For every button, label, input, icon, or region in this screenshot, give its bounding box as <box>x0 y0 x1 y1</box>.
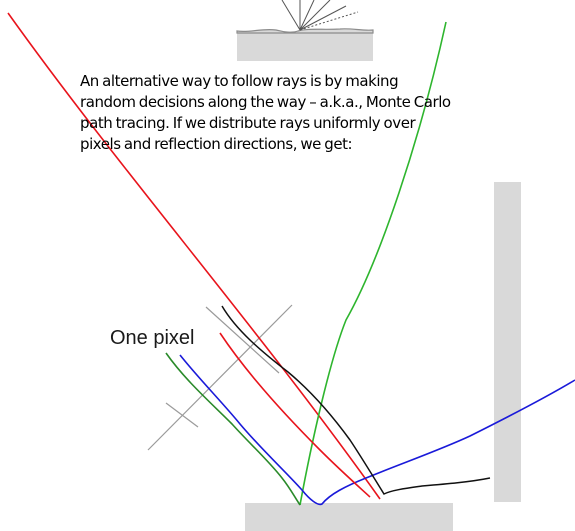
pixel-label: One pixel <box>110 327 195 349</box>
bottom-surface <box>245 503 453 531</box>
ray-red-long <box>7 12 381 500</box>
ray-green-hand <box>165 352 301 506</box>
description-line: pixels and reflection directions, we get… <box>80 135 353 153</box>
ray-green-long <box>299 21 447 506</box>
right-wall <box>494 182 521 502</box>
ray-black-hand <box>221 305 491 495</box>
ray-red-short <box>219 332 371 498</box>
scatter-rays-icon <box>281 0 359 31</box>
description-line: An alternative way to follow rays is by … <box>80 72 399 90</box>
pixel-grid-line <box>147 304 293 451</box>
rough-surface-figure <box>236 0 374 61</box>
pixel-grid-line <box>205 306 280 374</box>
ray-blue-hand <box>179 354 575 506</box>
description-paragraph: An alternative way to follow rays is by … <box>80 71 560 155</box>
top-surface-rough-edge <box>236 28 374 34</box>
top-surface-block <box>237 31 373 61</box>
description-line: path tracing. If we distribute rays unif… <box>80 114 416 132</box>
description-line: random decisions along the way – a.k.a.,… <box>80 93 451 111</box>
pixel-grid-line <box>165 402 199 428</box>
pixel-grid <box>147 304 293 451</box>
